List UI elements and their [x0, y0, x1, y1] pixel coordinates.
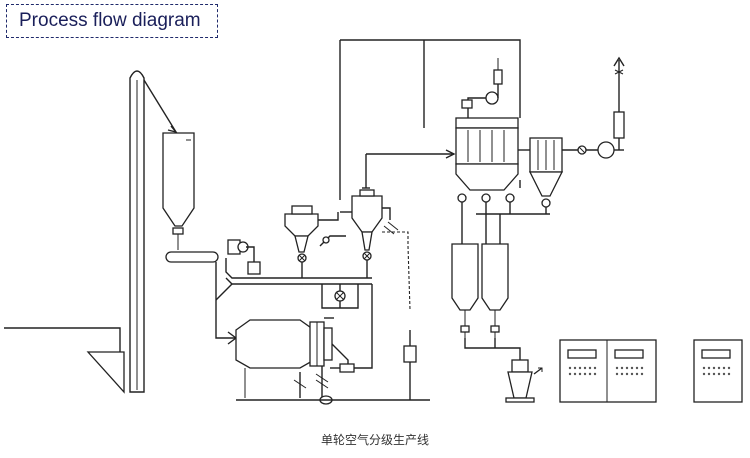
diagram-title: Process flow diagram: [19, 10, 201, 31]
bag-filter: [455, 58, 550, 244]
control-cabinet-right: [693, 339, 743, 403]
mill-outlet: [236, 284, 430, 405]
second-cyclone: [340, 154, 411, 311]
control-cabinet-left: [559, 339, 657, 403]
figure-caption: 单轮空气分级生产线: [320, 433, 429, 447]
bucket-elevator: [129, 70, 178, 393]
raw-material-silo: [162, 132, 195, 250]
process-flow-diagram: [4, 39, 743, 405]
first-cyclone: [284, 205, 346, 278]
packing-machine: [505, 359, 543, 403]
secondary-collector: [518, 56, 625, 214]
screw-conveyor: [165, 251, 219, 326]
product-silos: [451, 243, 521, 360]
top-return-duct: [339, 39, 521, 400]
diagram-title-box: Process flow diagram: [6, 4, 218, 38]
bypass-loop: [321, 284, 359, 309]
main-air-duct: [215, 258, 372, 301]
ball-mill: [215, 317, 334, 398]
feed-fan: [227, 239, 261, 275]
feed-hopper: [4, 327, 125, 394]
